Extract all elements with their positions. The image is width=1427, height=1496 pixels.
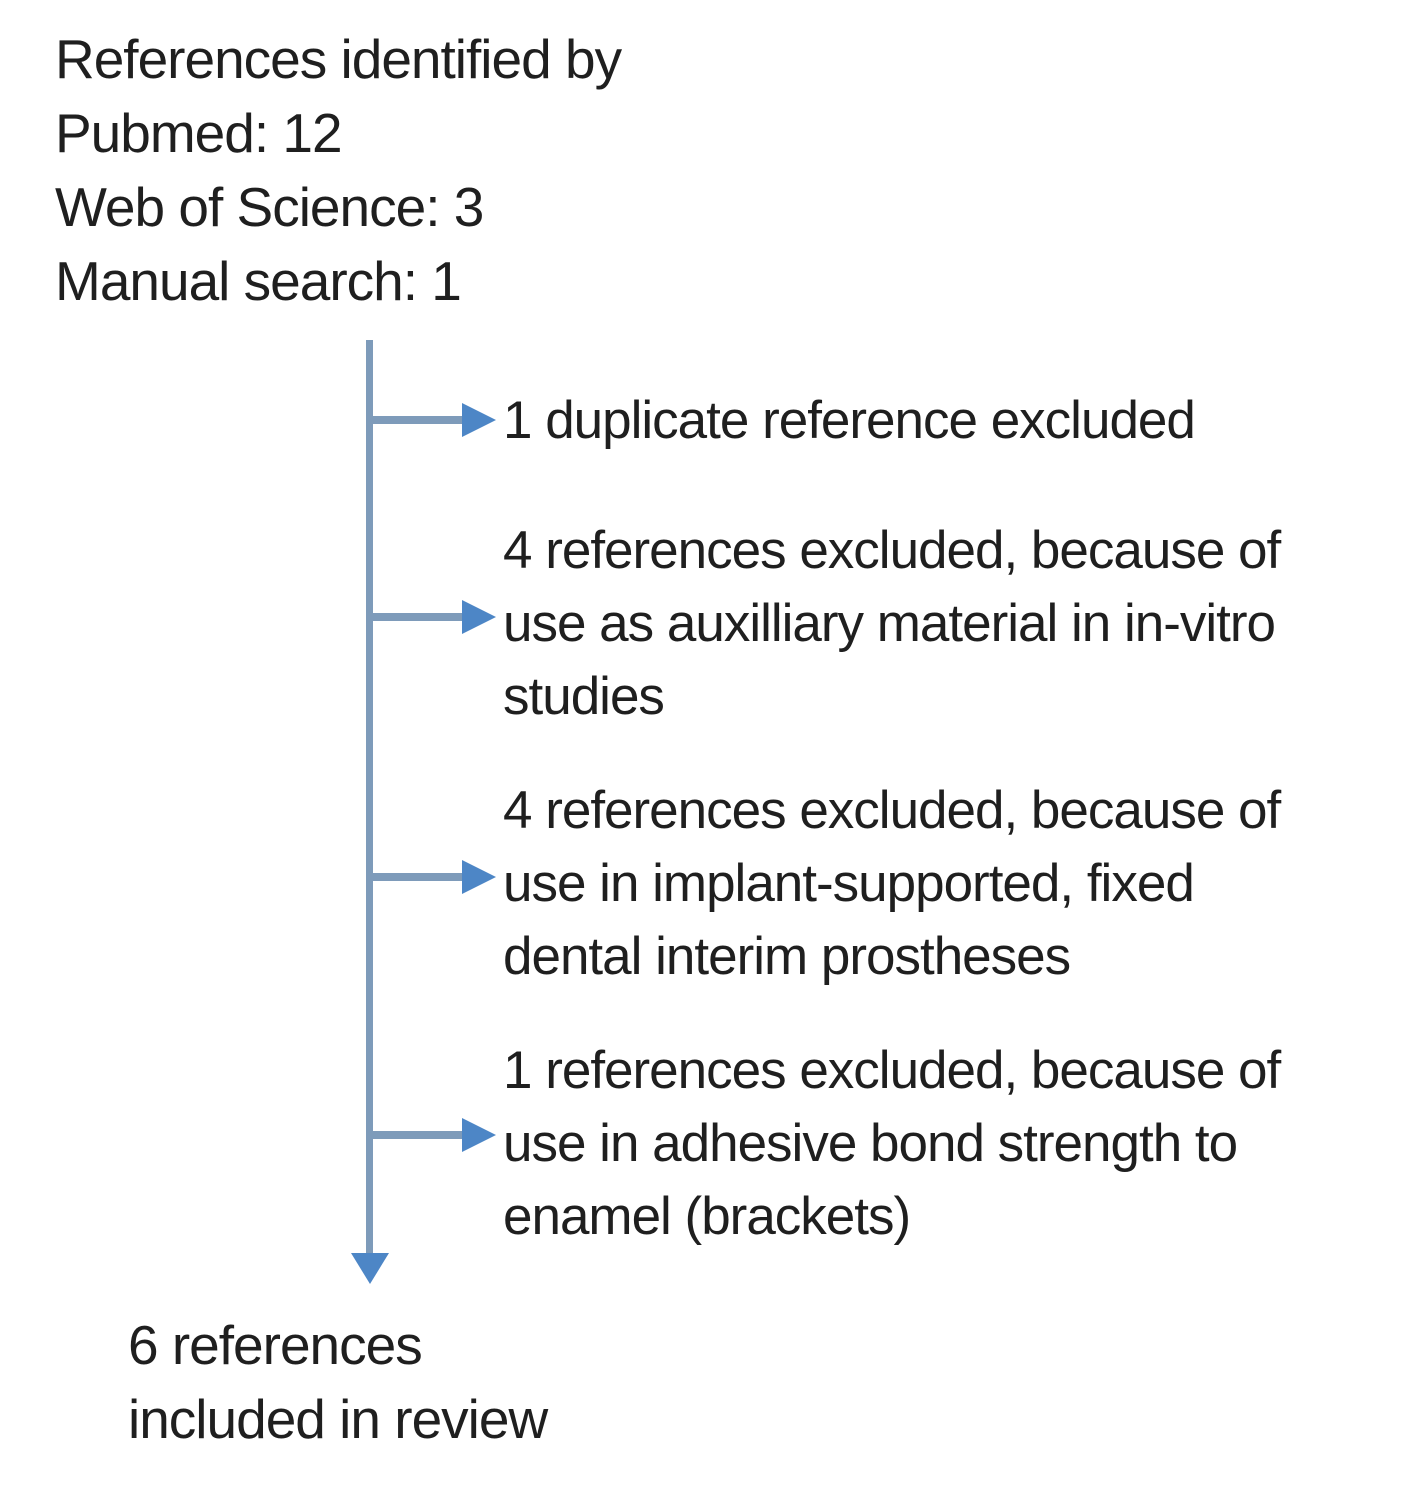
arrow-shaft bbox=[366, 613, 466, 621]
text-line: 1 duplicate reference excluded bbox=[503, 391, 1196, 450]
text-line: 4 references excluded, because of bbox=[503, 521, 1281, 580]
text-line: Pubmed: 12 bbox=[55, 102, 343, 164]
text-line: included in review bbox=[128, 1388, 548, 1450]
branch-arrow-icon bbox=[366, 1118, 496, 1152]
text-line: 6 references bbox=[128, 1314, 423, 1376]
text-line: use in implant-supported, fixed bbox=[503, 854, 1195, 913]
exclusion-note-bond-strength: 1 references excluded, because of use in… bbox=[503, 1034, 1281, 1253]
branch-arrow-icon bbox=[366, 860, 496, 894]
text-line: 4 references excluded, because of bbox=[503, 781, 1281, 840]
text-line: studies bbox=[503, 667, 665, 726]
source-references-text: References identified by Pubmed: 12 Web … bbox=[55, 22, 622, 318]
arrow-shaft bbox=[366, 873, 466, 881]
text-line: use in adhesive bond strength to bbox=[503, 1114, 1238, 1173]
arrow-shaft bbox=[366, 1131, 466, 1139]
branch-arrow-icon bbox=[366, 403, 496, 437]
down-arrowhead-icon bbox=[351, 1253, 389, 1284]
exclusion-note-duplicates: 1 duplicate reference excluded bbox=[503, 384, 1196, 457]
right-arrowhead-icon bbox=[462, 860, 496, 894]
text-line: References identified by bbox=[55, 28, 622, 90]
text-line: use as auxilliary material in in-vitro bbox=[503, 594, 1276, 653]
text-line: 1 references excluded, because of bbox=[503, 1041, 1281, 1100]
vertical-connector-line bbox=[366, 340, 373, 1255]
exclusion-note-implant-supported: 4 references excluded, because of use in… bbox=[503, 774, 1281, 993]
right-arrowhead-icon bbox=[462, 600, 496, 634]
exclusion-note-auxiliary-material: 4 references excluded, because of use as… bbox=[503, 514, 1281, 733]
included-result-text: 6 references included in review bbox=[128, 1308, 548, 1456]
text-line: enamel (brackets) bbox=[503, 1187, 911, 1246]
text-line: dental interim prostheses bbox=[503, 927, 1071, 986]
text-line: Manual search: 1 bbox=[55, 250, 462, 312]
branch-arrow-icon bbox=[366, 600, 496, 634]
right-arrowhead-icon bbox=[462, 1118, 496, 1152]
text-line: Web of Science: 3 bbox=[55, 176, 484, 238]
right-arrowhead-icon bbox=[462, 403, 496, 437]
arrow-shaft bbox=[366, 416, 466, 424]
